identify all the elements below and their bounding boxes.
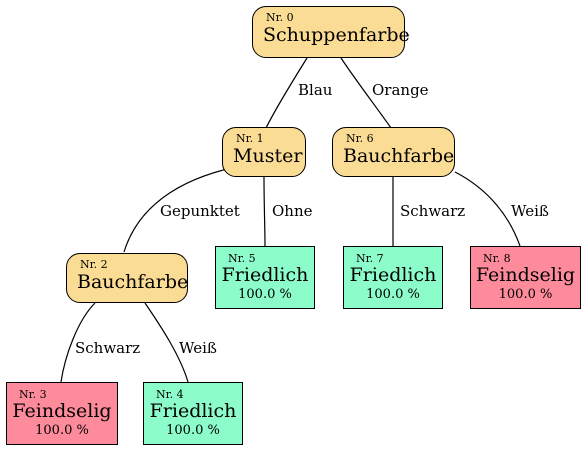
node-id: Nr. 0 bbox=[266, 11, 294, 24]
edge-line-6-8 bbox=[454, 171, 521, 247]
node-value: 100.0 % bbox=[238, 287, 292, 302]
node-id: Nr. 6 bbox=[346, 132, 374, 145]
node-label: Schuppenfarbe bbox=[263, 24, 410, 46]
node-value: 100.0 % bbox=[35, 423, 89, 438]
decision-node-1: Nr. 1 Muster bbox=[222, 127, 306, 177]
edge-label-gepunktet: Gepunktet bbox=[160, 202, 240, 220]
leaf-node-7: Nr. 7 Friedlich 100.0 % bbox=[343, 246, 443, 309]
leaf-node-5: Nr. 5 Friedlich 100.0 % bbox=[215, 246, 315, 309]
edge-label-weiss-right: Weiß bbox=[511, 202, 549, 220]
node-label: Feindselig bbox=[475, 264, 576, 286]
node-id: Nr. 1 bbox=[236, 132, 264, 145]
edge-line-0-1 bbox=[265, 57, 308, 129]
edge-label-ohne: Ohne bbox=[272, 202, 313, 220]
edge-label-schwarz-right: Schwarz bbox=[400, 202, 466, 220]
leaf-node-4: Nr. 4 Friedlich 100.0 % bbox=[143, 382, 243, 445]
node-label: Feindselig bbox=[12, 400, 112, 422]
edge-label-schwarz-left: Schwarz bbox=[75, 339, 141, 357]
edge-label-weiss-left: Weiß bbox=[179, 339, 217, 357]
decision-node-6: Nr. 6 Bauchfarbe bbox=[332, 127, 455, 177]
edge-line-0-6 bbox=[340, 57, 392, 129]
node-value: 100.0 % bbox=[498, 287, 553, 302]
node-id: Nr. 5 bbox=[228, 252, 256, 265]
node-label: Bauchfarbe bbox=[77, 271, 189, 293]
edge-line-1-5 bbox=[263, 176, 266, 247]
edge-line-2-3 bbox=[60, 302, 96, 383]
node-id: Nr. 3 bbox=[19, 388, 47, 401]
node-label: Bauchfarbe bbox=[343, 145, 455, 167]
node-id: Nr. 7 bbox=[356, 252, 384, 265]
node-id: Nr. 2 bbox=[80, 258, 108, 271]
node-label: Friedlich bbox=[221, 264, 309, 286]
edge-label-orange: Orange bbox=[372, 81, 429, 99]
decision-node-0: Nr. 0 Schuppenfarbe bbox=[252, 6, 410, 58]
leaf-node-8: Nr. 8 Feindselig 100.0 % bbox=[470, 246, 581, 309]
edge-label-blau: Blau bbox=[298, 81, 333, 99]
node-value: 100.0 % bbox=[166, 423, 220, 438]
node-label: Friedlich bbox=[349, 264, 437, 286]
leaf-node-3: Nr. 3 Feindselig 100.0 % bbox=[6, 382, 118, 445]
node-id: Nr. 8 bbox=[483, 252, 511, 265]
edge-line-2-4 bbox=[144, 302, 189, 383]
node-label: Friedlich bbox=[149, 400, 237, 422]
node-id: Nr. 4 bbox=[156, 388, 184, 401]
node-label: Muster bbox=[233, 145, 303, 167]
decision-node-2: Nr. 2 Bauchfarbe bbox=[66, 253, 188, 303]
node-value: 100.0 % bbox=[366, 287, 420, 302]
